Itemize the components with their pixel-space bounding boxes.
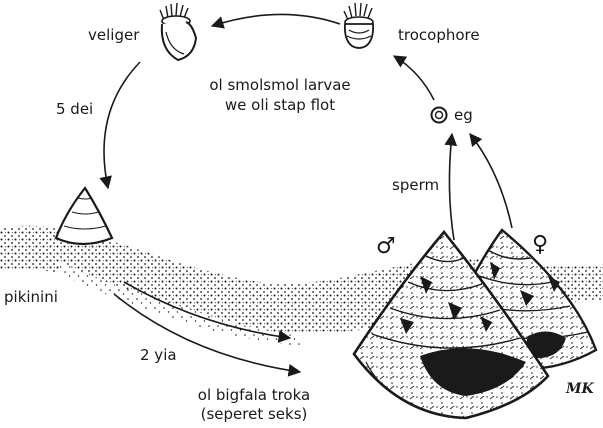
adults-caption-line2: (seperet seks): [178, 405, 330, 424]
juvenile-label: pikinini: [4, 288, 58, 307]
arrow-egg-to-trocophore: [394, 56, 434, 100]
veliger-larva: [160, 3, 196, 60]
larvae-caption-line1: ol smolsmol larvae: [194, 76, 366, 95]
two-years-label: 2 yia: [140, 346, 177, 365]
veliger-label: veliger: [88, 26, 139, 45]
arrow-trocophore-to-veliger: [212, 14, 340, 26]
arrow-male-sperm: [449, 134, 454, 240]
juvenile-shell: [56, 188, 112, 244]
male-symbol: ♂: [376, 236, 396, 258]
egg-label: eg: [454, 106, 473, 125]
trocophore-larva: [344, 3, 373, 48]
sperm-label: sperm: [392, 176, 439, 195]
arrow-veliger-to-juvenile: [104, 62, 140, 188]
larvae-caption-line2: we oli stap flot: [194, 96, 366, 115]
artist-initials: MK: [566, 380, 594, 399]
arrow-female-egg: [470, 134, 512, 228]
female-symbol: ♀: [532, 234, 548, 256]
egg: [432, 108, 447, 123]
adults-caption-line1: ol bigfala troka: [178, 386, 330, 405]
trocophore-label: trocophore: [398, 26, 480, 45]
five-days-label: 5 dei: [56, 100, 93, 119]
